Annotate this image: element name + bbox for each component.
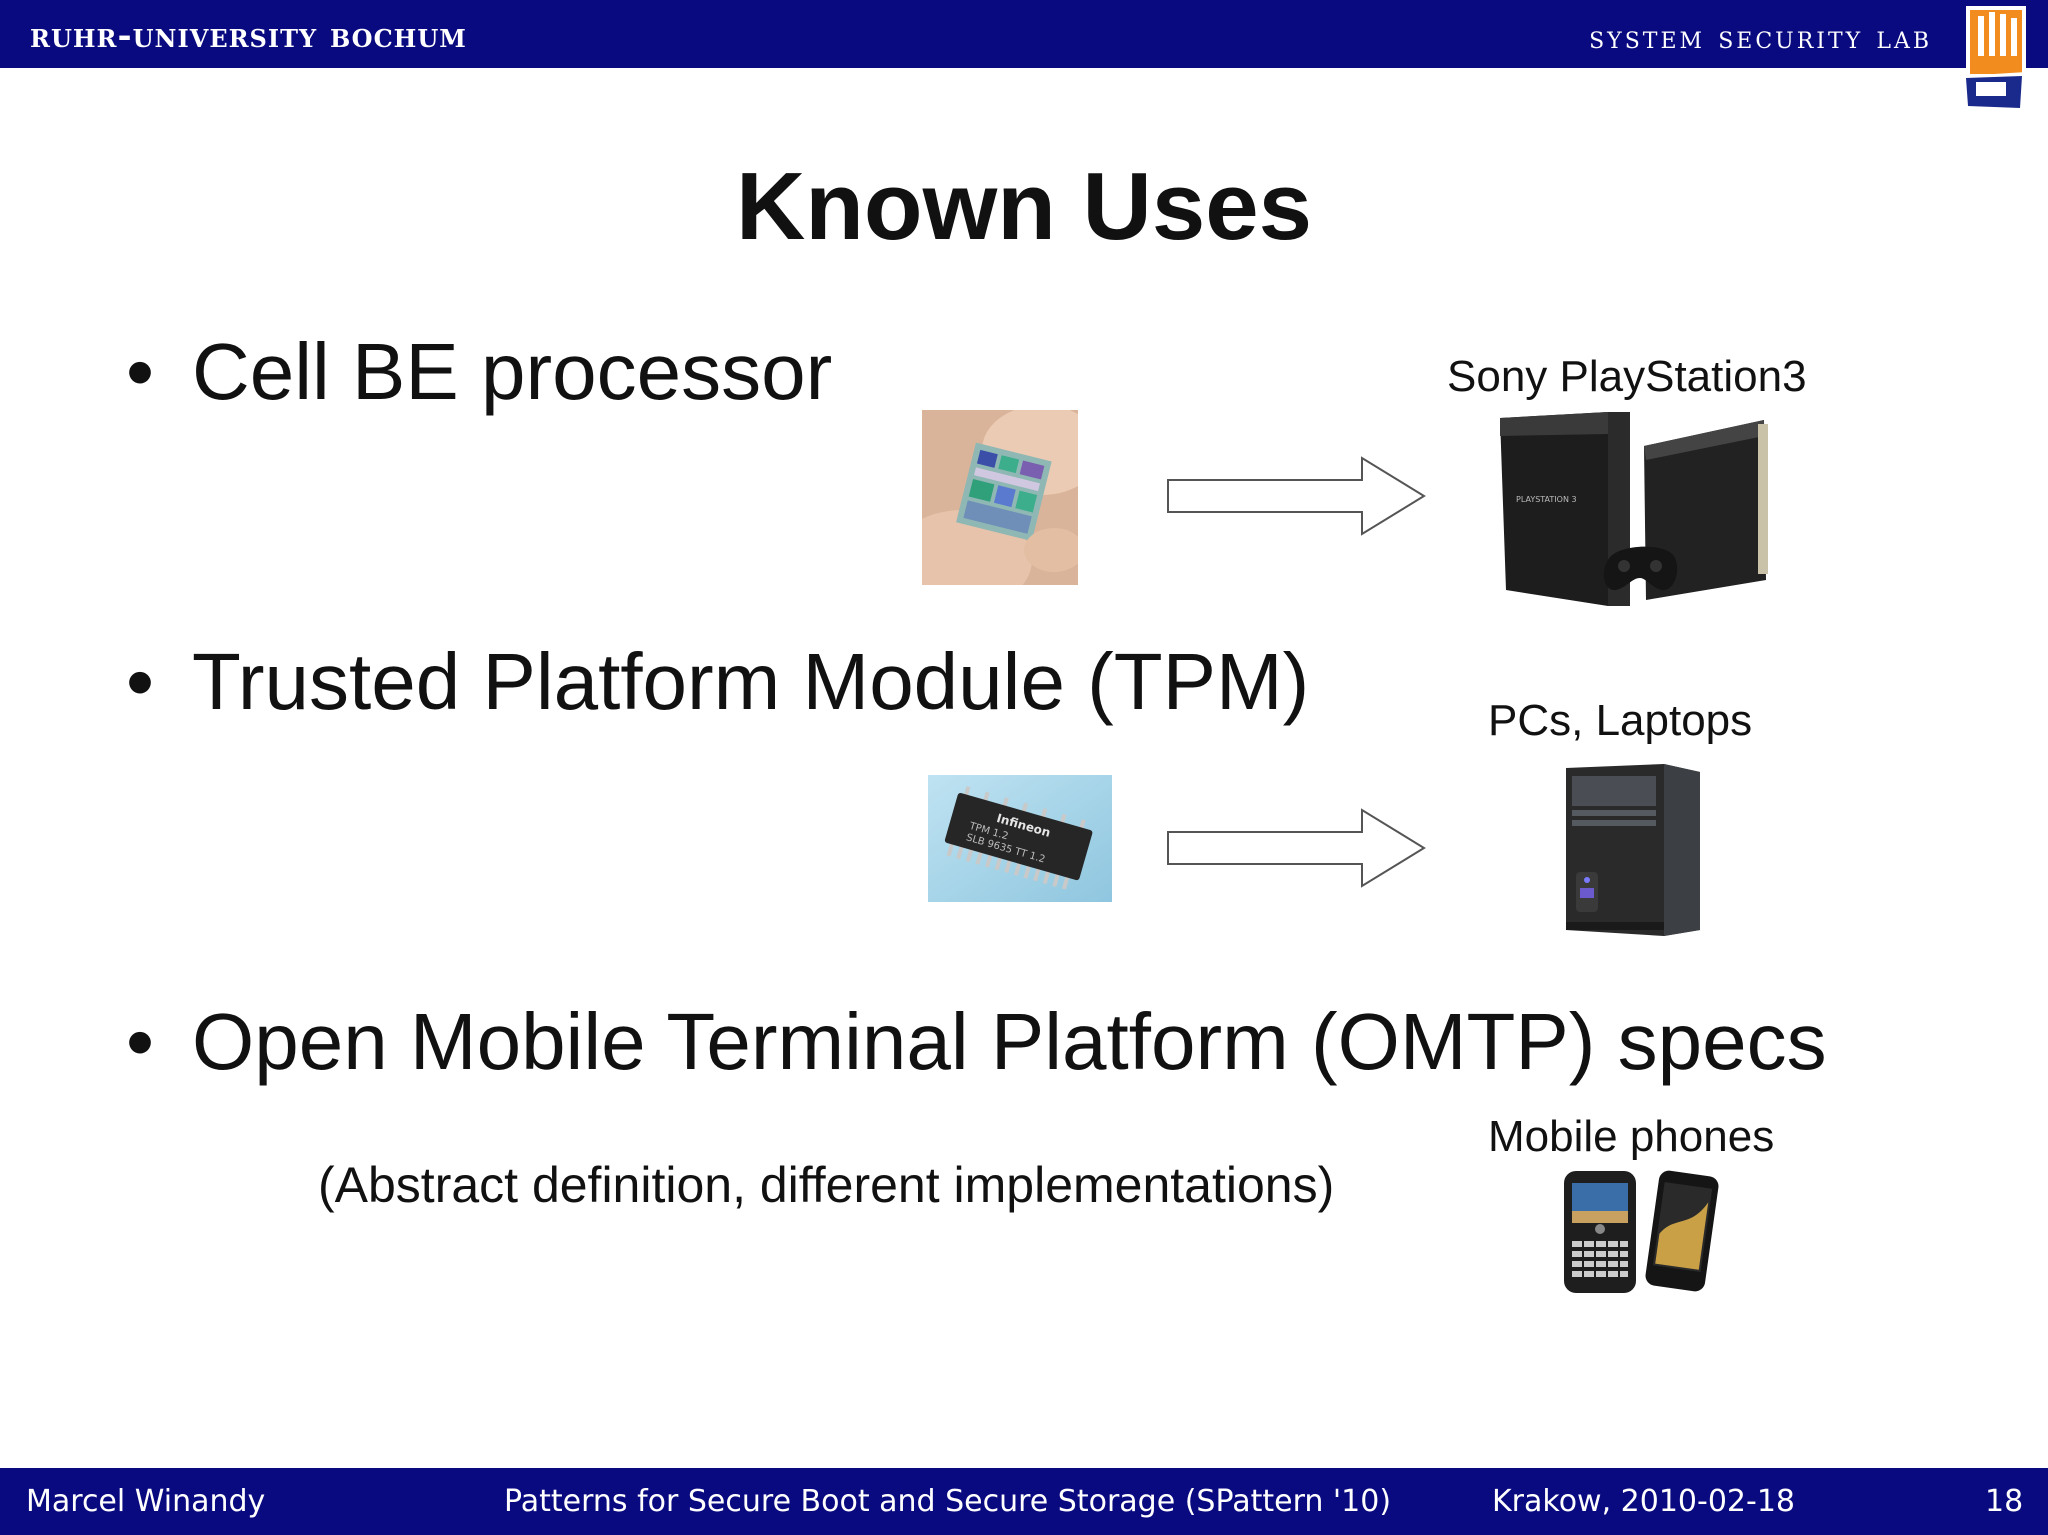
playstation-console-icon: PLAYSTATION 3 — [1500, 412, 1768, 606]
bullet-dot: • — [126, 997, 155, 1086]
bullet-text: Cell BE processor — [192, 327, 833, 416]
bullet-text: Open Mobile Terminal Platform (OMTP) spe… — [192, 997, 1827, 1086]
bullet-tpm: • Trusted Platform Module (TPM) — [126, 636, 1309, 728]
caption-playstation: Sony PlayStation3 — [1447, 352, 1807, 401]
lab-name: System Security Lab — [1589, 18, 1932, 56]
page-number: 18 — [1985, 1484, 2024, 1519]
footer-author: Marcel Winandy — [26, 1484, 266, 1519]
desktop-tower-icon — [1566, 764, 1700, 936]
rub-logo-icon — [1962, 6, 2026, 112]
footer-place-date: Krakow, 2010-02-18 — [1492, 1484, 1796, 1519]
bullet-dot: • — [126, 637, 155, 726]
bullet-cell-be: • Cell BE processor — [126, 326, 832, 418]
footer-bar: Marcel Winandy Patterns for Secure Boot … — [0, 1468, 2048, 1535]
caption-mobile-phones: Mobile phones — [1488, 1112, 1775, 1161]
console-brand-text: PLAYSTATION 3 — [1516, 495, 1577, 504]
bullet-text: Trusted Platform Module (TPM) — [192, 637, 1310, 726]
mobile-phones-icon — [1564, 1170, 1719, 1293]
arrow-right-icon — [1167, 456, 1426, 536]
cell-processor-chip-icon — [922, 410, 1078, 585]
header-bar: Ruhr-University Bochum System Security L… — [0, 0, 2048, 68]
bullet-dot: • — [126, 327, 155, 416]
footer-talk-title: Patterns for Secure Boot and Secure Stor… — [504, 1484, 1392, 1519]
tpm-chip-icon: Infineon TPM 1.2 SLB 9635 TT 1.2 — [928, 775, 1112, 902]
university-name: Ruhr-University Bochum — [30, 16, 467, 56]
caption-pcs-laptops: PCs, Laptops — [1488, 696, 1753, 745]
arrow-right-icon — [1167, 808, 1426, 888]
slide-title: Known Uses — [735, 153, 1313, 260]
bullet-omtp: • Open Mobile Terminal Platform (OMTP) sp… — [126, 996, 1827, 1088]
omtp-note: (Abstract definition, different implemen… — [318, 1157, 1335, 1213]
